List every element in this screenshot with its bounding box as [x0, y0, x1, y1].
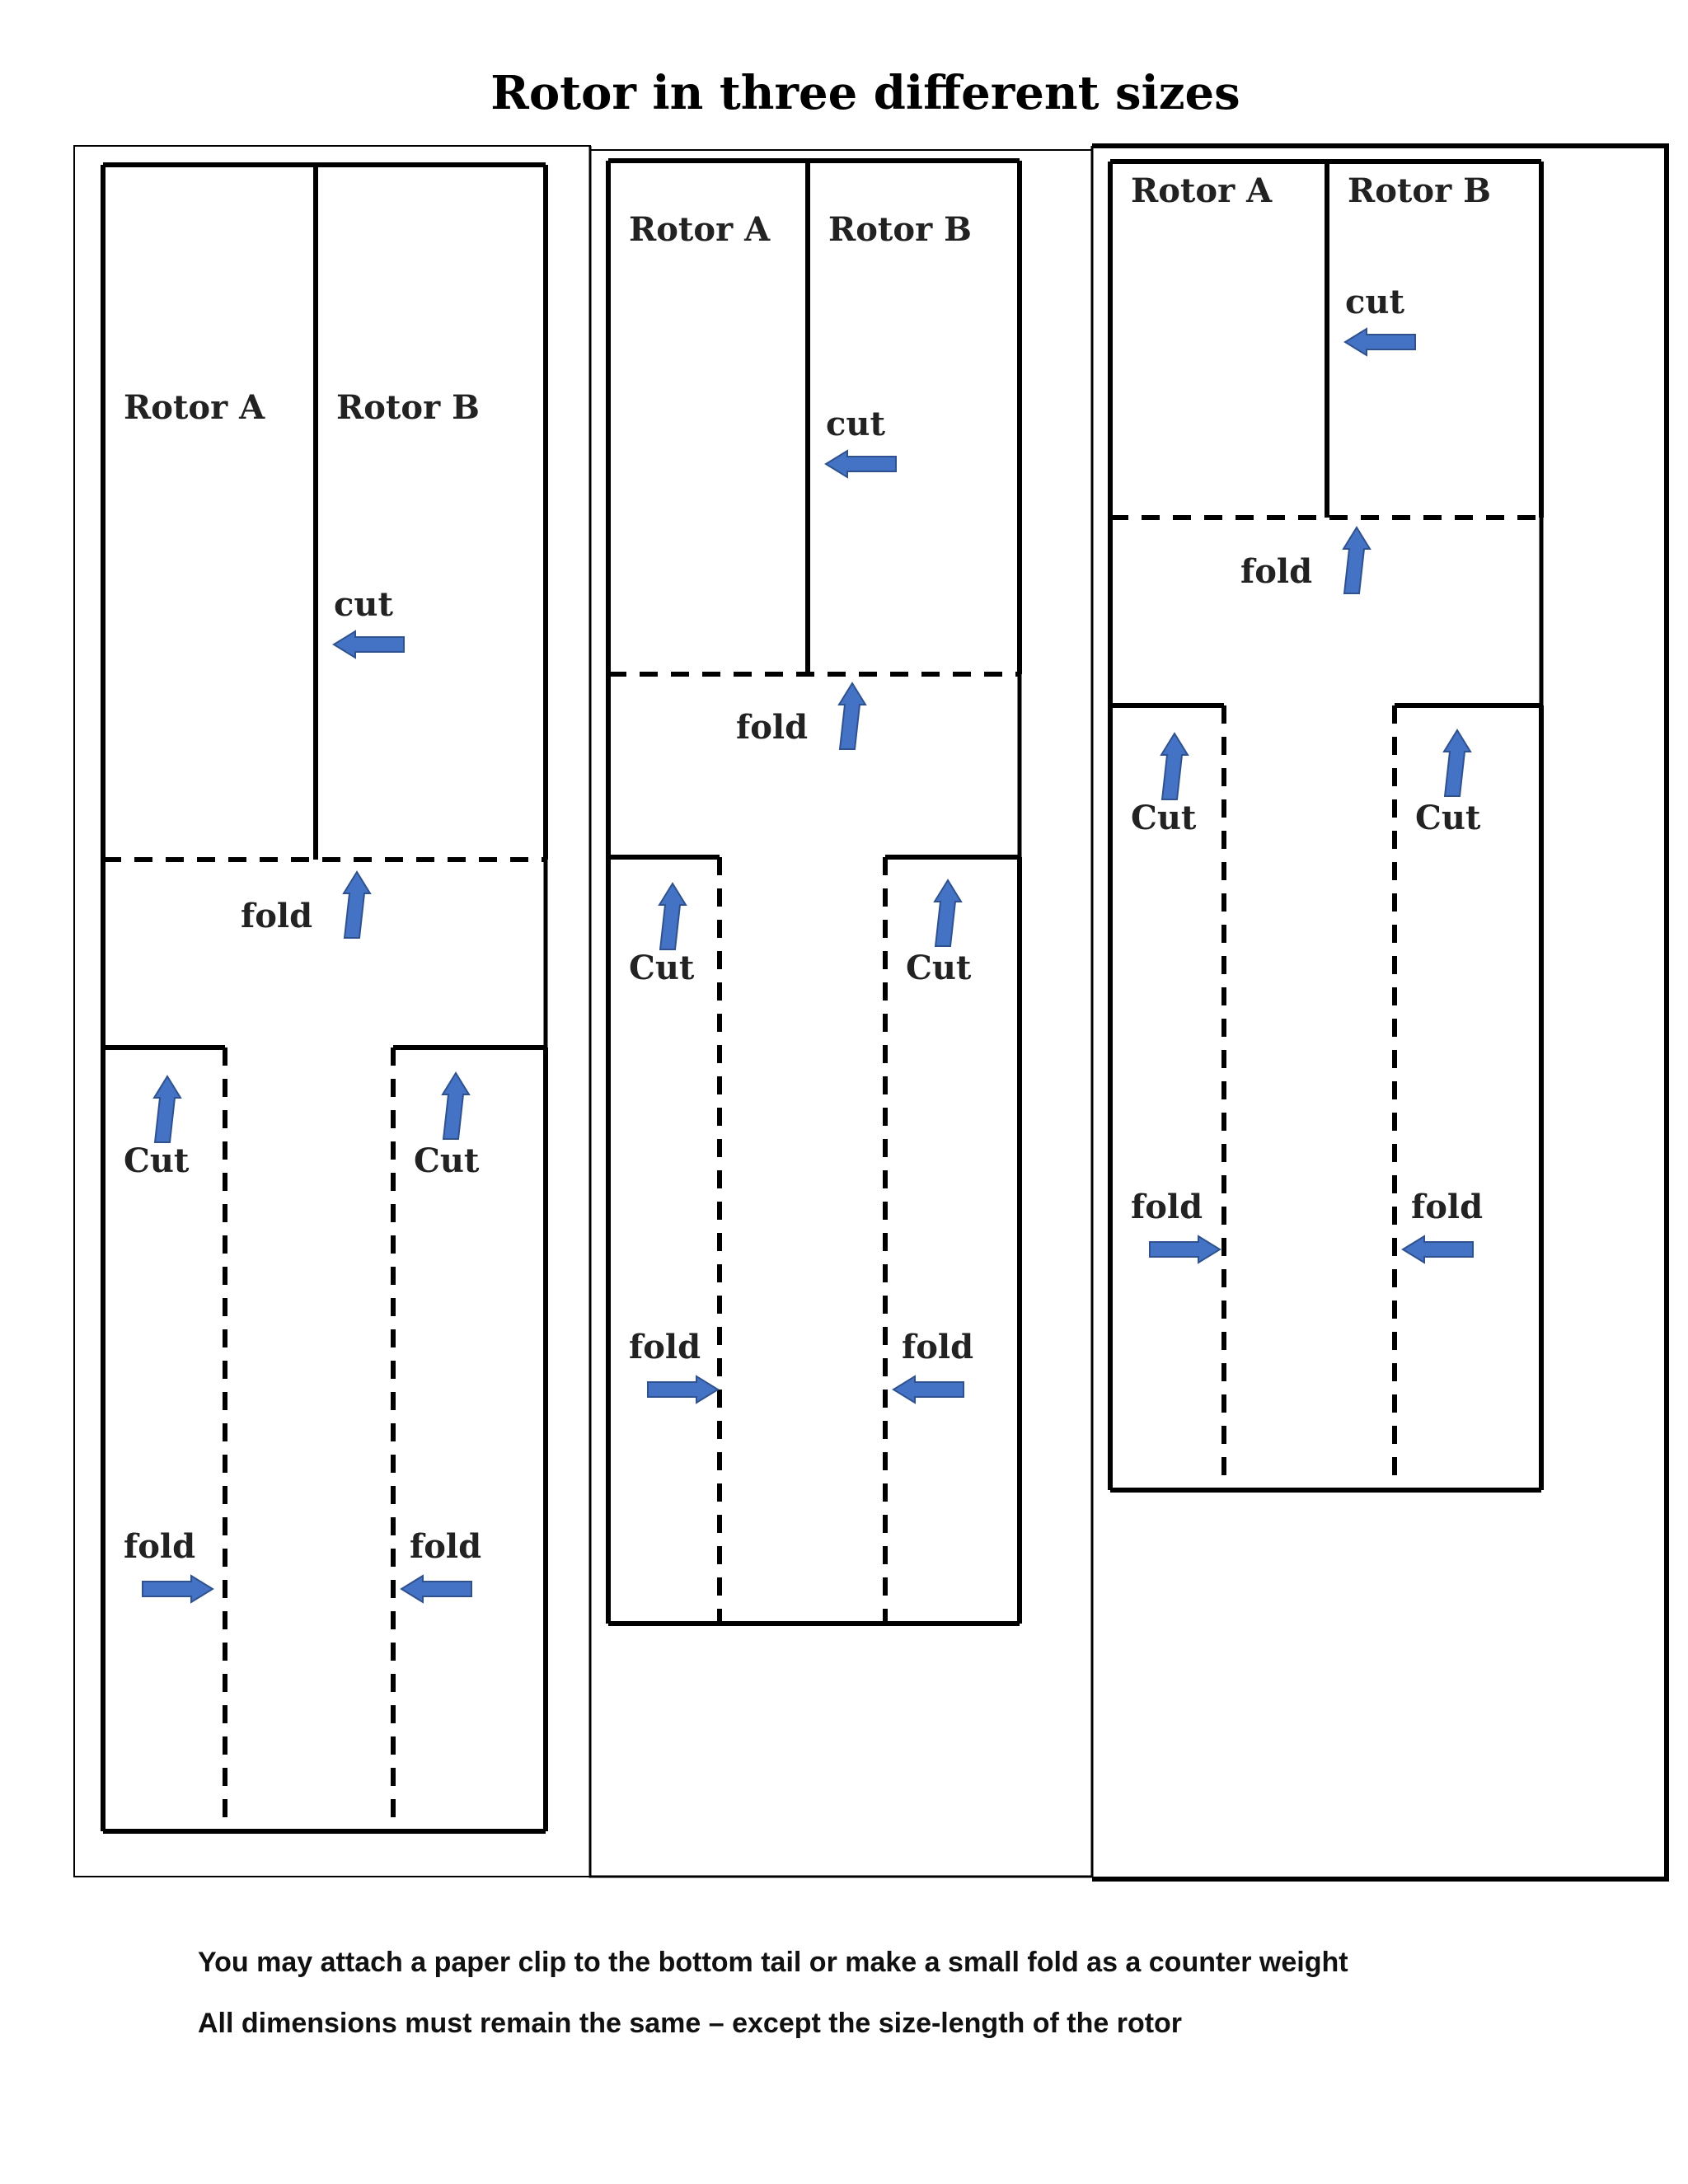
rotor1-label-rotor-a: Rotor A [124, 388, 265, 427]
rotor2-label-fold-center: fold [736, 708, 808, 747]
rotor2-label-rotor-a: Rotor A [629, 210, 771, 249]
rotor3-label-fold-center: fold [1240, 552, 1312, 591]
rotor1-arrow-fold-left [142, 1574, 214, 1604]
rotor3-label-cut-left: Cut [1131, 799, 1197, 837]
rotor1-arrow-cut-blade [332, 630, 405, 659]
page-title: Rotor in three different sizes [490, 66, 1240, 120]
frame-small [1092, 143, 1669, 1882]
rotor3-arrow-cut-left [1160, 732, 1189, 800]
rotor2-label-fold-left: fold [629, 1328, 701, 1366]
note-dimensions: All dimensions must remain the same – ex… [198, 2008, 1183, 2039]
rotor2-arrow-fold-right [892, 1375, 964, 1404]
rotor1-label-rotor-b: Rotor B [336, 388, 480, 427]
rotor2-label-rotor-b: Rotor B [828, 210, 972, 249]
rotor1-arrow-fold-center [342, 870, 372, 939]
rotor2-label-cut-blade: cut [826, 405, 885, 443]
note-counterweight: You may attach a paper clip to the botto… [198, 1947, 1348, 1978]
rotor1-arrow-cut-left [152, 1075, 182, 1143]
rotor1-label-cut-left: Cut [124, 1141, 190, 1180]
rotor3-label-cut-blade: cut [1345, 283, 1404, 321]
rotor2-label-fold-right: fold [902, 1328, 973, 1366]
rotor1-arrow-fold-right [400, 1574, 472, 1604]
rotor3-label-cut-right: Cut [1415, 799, 1481, 837]
rotor3-arrow-cut-right [1442, 729, 1472, 797]
rotor2-label-cut-left: Cut [629, 949, 695, 987]
frame-medium [588, 146, 1094, 1878]
rotor1-label-cut-right: Cut [414, 1141, 480, 1180]
rotor2-arrow-cut-right [933, 879, 963, 947]
rotor3-label-rotor-a: Rotor A [1131, 171, 1273, 210]
rotor1-arrow-cut-right [441, 1071, 471, 1140]
rotor2-arrow-fold-center [837, 682, 867, 750]
rotor2-arrow-fold-left [647, 1375, 720, 1404]
rotor3-label-fold-left: fold [1131, 1188, 1203, 1226]
rotor3-label-rotor-b: Rotor B [1348, 171, 1491, 210]
rotor2-arrow-cut-left [658, 882, 687, 950]
rotor3-arrow-fold-right [1401, 1235, 1474, 1264]
rotor3-label-fold-right: fold [1411, 1188, 1483, 1226]
rotor3-arrow-fold-left [1149, 1235, 1221, 1264]
rotor1-label-fold-center: fold [241, 897, 312, 935]
rotor2-arrow-cut-blade [824, 449, 897, 479]
rotor2-label-cut-right: Cut [906, 949, 972, 987]
rotor1-label-fold-right: fold [410, 1527, 481, 1566]
rotor1-label-cut-blade: cut [334, 585, 393, 624]
rotor3-arrow-fold-center [1342, 526, 1372, 594]
rotor1-label-fold-left: fold [124, 1527, 195, 1566]
rotor3-arrow-cut-blade [1343, 327, 1416, 357]
